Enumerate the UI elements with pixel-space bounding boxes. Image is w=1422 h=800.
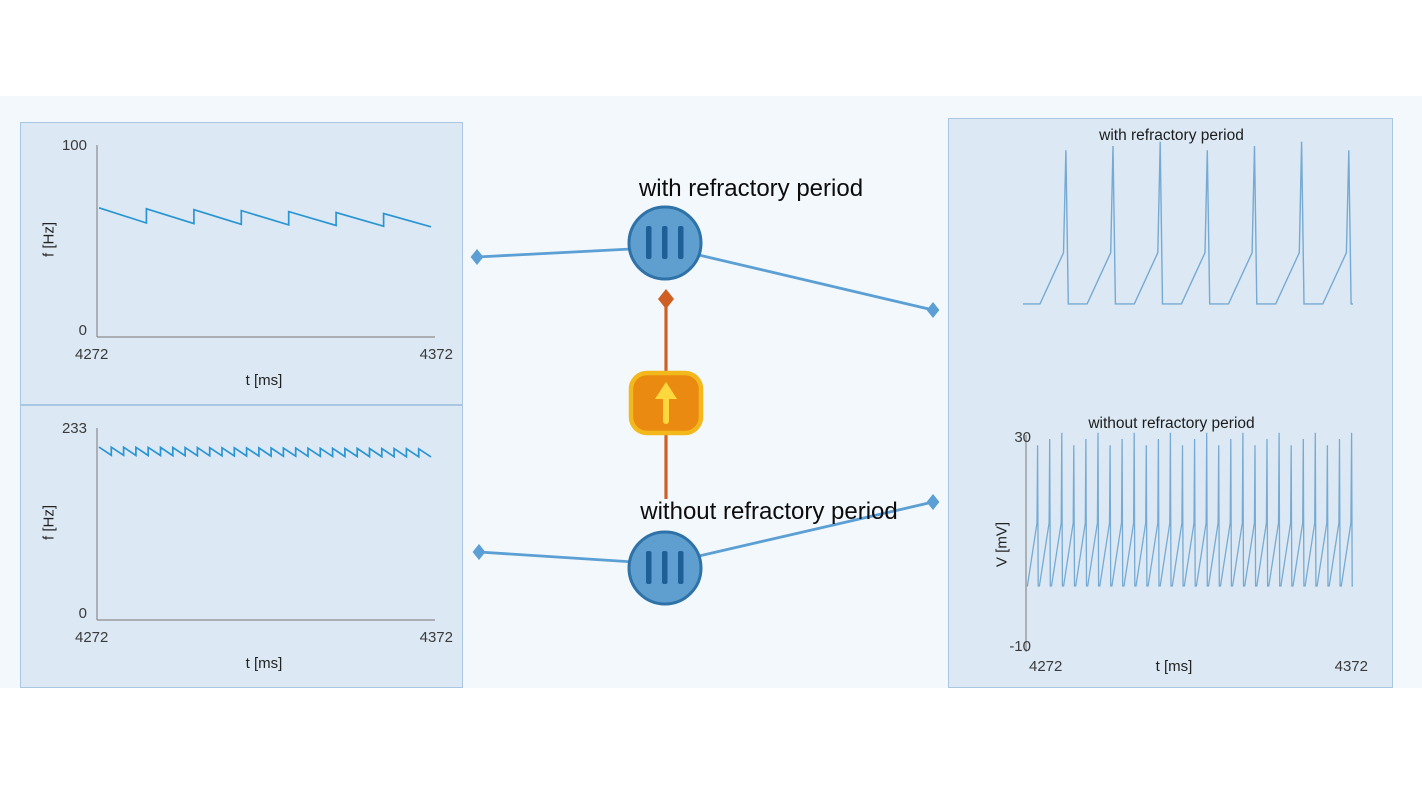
y-axis-label: f [Hz] xyxy=(40,505,58,541)
up-arrow-icon xyxy=(628,370,704,436)
voltage-plot-title-without-refractory: without refractory period xyxy=(1088,415,1255,432)
frequency-panel-with-refractory[interactable]: 100 0 4272 4372 t [ms] f [Hz] xyxy=(20,122,463,405)
spike-train-icon xyxy=(627,205,703,281)
y-min-tick: -10 xyxy=(1009,638,1031,655)
y-min-tick: 0 xyxy=(78,322,87,339)
voltage-plots xyxy=(1023,141,1353,652)
x-axis-label: t [ms] xyxy=(1155,658,1193,675)
y-max-tick: 100 xyxy=(61,137,87,154)
spike-train-icon xyxy=(627,530,703,606)
y-max-tick: 233 xyxy=(61,420,87,437)
neuron-label-with-refractory: with refractory period xyxy=(638,175,864,202)
x-axis-label: t [ms] xyxy=(245,372,283,389)
x-axis-label: t [ms] xyxy=(245,655,283,672)
x-max-tick: 4372 xyxy=(419,629,453,646)
y-axis-label: V [mV] xyxy=(993,522,1011,568)
neuron-node-with-refractory[interactable] xyxy=(625,203,705,283)
frequency-plot-with-refractory xyxy=(96,145,435,338)
stimulator-node[interactable] xyxy=(627,369,705,437)
voltage-panel[interactable]: with refractory period without refractor… xyxy=(948,118,1393,688)
x-min-tick: 4272 xyxy=(75,629,109,646)
x-max-tick: 4372 xyxy=(419,346,453,363)
neuron-label-without-refractory: without refractory period xyxy=(640,498,898,525)
neuron-node-without-refractory[interactable] xyxy=(625,528,705,608)
x-min-tick: 4272 xyxy=(1029,658,1063,675)
x-max-tick: 4372 xyxy=(1334,658,1368,675)
y-max-tick: 30 xyxy=(1014,429,1031,446)
x-min-tick: 4272 xyxy=(75,346,109,363)
frequency-panel-without-refractory[interactable]: 233 0 4272 4372 t [ms] f [Hz] xyxy=(20,405,463,688)
y-min-tick: 0 xyxy=(78,605,87,622)
frequency-plot-without-refractory xyxy=(96,428,435,621)
voltage-plot-title-with-refractory: with refractory period xyxy=(1099,127,1244,144)
y-axis-label: f [Hz] xyxy=(40,222,58,258)
